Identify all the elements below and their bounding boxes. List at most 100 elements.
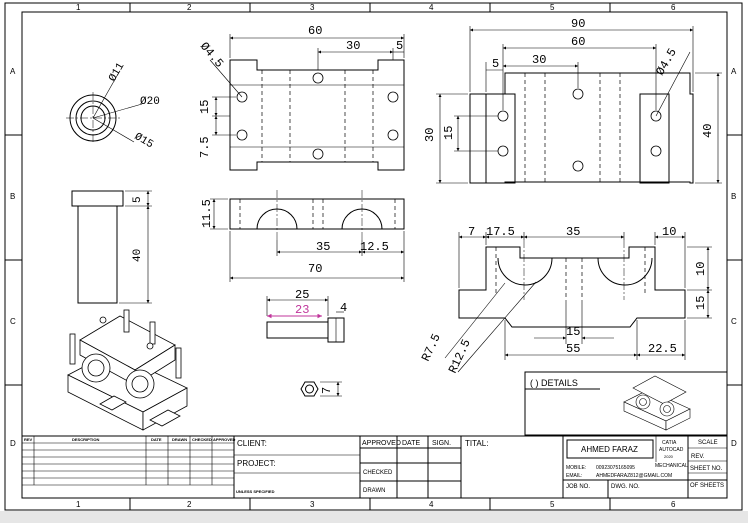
row-b-right: B — [731, 192, 736, 201]
dim-r-60: 60 — [571, 35, 585, 49]
dim-d11: Ø11 — [107, 61, 127, 84]
dim-mid-35: 35 — [316, 240, 330, 254]
details-box: ( ) DETAILS — [524, 371, 728, 436]
title-block: CLIENT: PROJECT: APPROVED DATE SIGN. TIT… — [233, 435, 728, 499]
tb-client: CLIENT: — [237, 439, 267, 448]
dim-bolt-25: 25 — [295, 288, 309, 302]
tb-sheet-no: SHEET NO. — [690, 466, 723, 472]
dim-mid-115: 11.5 — [200, 199, 214, 228]
rev-header-description: DESCRIPTION — [72, 437, 99, 442]
row-b-left: B — [10, 192, 15, 201]
col-3-top: 3 — [310, 3, 315, 12]
bushing-side-view: 5 40 — [71, 190, 152, 304]
row-c-left: C — [10, 317, 16, 326]
dim-f-55: 55 — [566, 342, 580, 356]
dim-r-5: 5 — [492, 57, 499, 71]
dim-f-10: 10 — [662, 225, 676, 239]
dim-bolt-23: 23 — [295, 303, 309, 317]
tb-approved: APPROVED — [362, 440, 401, 447]
block-front-view: 11.5 35 12.5 70 — [200, 190, 405, 282]
nut-view: 7 — [300, 381, 342, 397]
tb-sign: SIGN. — [432, 440, 451, 447]
tb-dwg-no: DWG. NO. — [611, 484, 640, 490]
tb-job-no: JOB NO. — [566, 484, 590, 490]
tb-scale: SCALE — [698, 440, 718, 446]
col-1-bottom: 1 — [76, 500, 81, 509]
dim-r-15v: 15 — [442, 126, 456, 140]
bottom-band — [0, 511, 748, 523]
dim-f-225: 22.5 — [648, 342, 677, 356]
tb-rev: REV. — [691, 454, 705, 460]
assembly-top-view: 90 60 30 5 Ø4.5 30 15 40 — [423, 17, 722, 184]
row-c-right: C — [731, 317, 737, 326]
col-2-top: 2 — [187, 3, 192, 12]
dim-top-15: 15 — [198, 100, 212, 114]
dim-top-d45: Ø4.5 — [197, 40, 226, 71]
dim-r-90: 90 — [571, 17, 585, 31]
tb-of-sheets: OF SHEETS — [690, 483, 724, 489]
tb-sw-catia: CATIA — [662, 440, 677, 446]
details-thumbnail — [623, 375, 691, 431]
tb-drawn: DRAWN — [363, 488, 385, 494]
row-d-left: D — [10, 439, 16, 448]
tb-mobile: 00923075165095 — [596, 465, 635, 471]
rev-header-drawn: DRAWN — [172, 437, 187, 442]
col-6-bottom: 6 — [671, 500, 676, 509]
col-3-bottom: 3 — [310, 500, 315, 509]
dim-top-30: 30 — [346, 39, 360, 53]
tb-email-label: EMAIL: — [566, 473, 582, 479]
dim-mid-125: 12.5 — [360, 240, 389, 254]
col-5-bottom: 5 — [550, 500, 555, 509]
dim-d20: Ø20 — [140, 96, 160, 108]
zone-ticks — [5, 3, 742, 510]
dim-f-175: 17.5 — [486, 225, 515, 239]
dim-f-7: 7 — [468, 225, 475, 239]
dim-top-5: 5 — [396, 39, 403, 53]
col-6-top: 6 — [671, 3, 676, 12]
col-4-bottom: 4 — [429, 500, 434, 509]
dim-top-75: 7.5 — [198, 136, 212, 158]
details-label: ( ) DETAILS — [530, 378, 578, 388]
col-1-top: 1 — [76, 3, 81, 12]
dim-f-r75: R7.5 — [419, 332, 444, 364]
tb-title: TITAL: — [465, 439, 488, 448]
tb-email: AHMEDFARAZ812@GMAIL.COM — [596, 473, 672, 479]
rev-header-checked: CHECKED — [192, 437, 212, 442]
block-top-view: 60 30 5 Ø4.5 15 7.5 — [197, 24, 405, 171]
tb-mobile-label: MOBILE: — [566, 465, 586, 471]
tb-author: AHMED FARAZ — [581, 445, 638, 454]
dim-bolt-4: 4 — [340, 301, 347, 315]
dim-f-15v: 15 — [694, 296, 708, 310]
tb-sw-2020: 2020 — [664, 454, 674, 459]
dim-nut-7: 7 — [320, 387, 334, 394]
dim-f-10v: 10 — [694, 262, 708, 276]
tb-project: PROJECT: — [237, 459, 276, 468]
dim-d15: Ø15 — [132, 131, 155, 151]
rev-header-approved: APPROVED — [213, 437, 236, 442]
dim-top-60: 60 — [308, 24, 322, 38]
dim-side-40: 40 — [132, 249, 144, 262]
zone-labels: 1 2 3 4 5 6 1 2 3 4 5 6 A B C D A B C D — [10, 3, 737, 509]
dim-r-40v: 40 — [701, 124, 715, 138]
tb-sw-autocad: AUTOCAD — [659, 447, 684, 453]
col-5-top: 5 — [550, 3, 555, 12]
tb-checked: CHECKED — [363, 470, 393, 476]
dim-f-35: 35 — [566, 225, 580, 239]
isometric-view — [67, 309, 188, 431]
row-a-left: A — [10, 67, 16, 76]
rev-header-rev: REV — [24, 437, 33, 442]
unless-specified: UNLESS SPECIFIED — [236, 489, 275, 494]
dim-r-30v: 30 — [423, 128, 437, 142]
outer-frame — [4, 2, 743, 511]
col-4-top: 4 — [429, 3, 434, 12]
dim-side-5: 5 — [132, 196, 144, 203]
dim-f-r125: R12.5 — [446, 337, 474, 376]
col-2-bottom: 2 — [187, 500, 192, 509]
dim-mid-70: 70 — [308, 262, 322, 276]
rev-header-date: DATE — [151, 437, 162, 442]
assembly-front-view: 7 17.5 35 10 10 15 R7.5 R12.5 15 55 22.5 — [419, 225, 712, 376]
bolt-view: 25 23 4 — [266, 288, 347, 343]
tb-sw-mechanical: MECHANICAL — [655, 463, 688, 469]
tb-date: DATE — [402, 440, 420, 447]
